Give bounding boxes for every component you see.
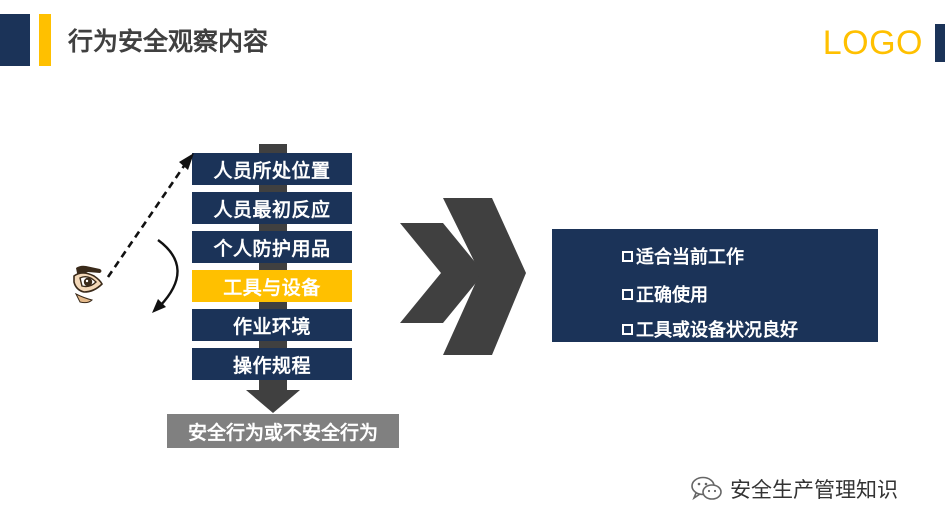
checklist-item-label: 适合当前工作: [636, 247, 744, 268]
watermark-text: 安全生产管理知识: [730, 478, 898, 502]
observation-item-reaction: 人员最初反应: [192, 192, 352, 224]
header-left-bar: [0, 14, 30, 66]
checklist-item: 适合当前工作: [622, 243, 744, 269]
checkbox-icon: [622, 323, 633, 335]
checkbox-icon: [622, 288, 633, 300]
checkbox-icon: [622, 250, 633, 262]
wechat-icon: [691, 476, 722, 501]
watermark: 安全生产管理知识: [690, 474, 898, 504]
checklist-item: 工具或设备状况良好: [622, 316, 798, 342]
checklist-panel: 适合当前工作 正确使用 工具或设备状况良好: [552, 229, 878, 342]
checklist-item-label: 工具或设备状况良好: [636, 320, 798, 341]
logo: LOGO: [822, 24, 923, 62]
observation-item-position: 人员所处位置: [192, 153, 352, 185]
observation-item-tools: 工具与设备: [192, 270, 352, 302]
checklist-item-label: 正确使用: [636, 285, 708, 306]
header-right-bar: [935, 24, 945, 62]
page-title: 行为安全观察内容: [68, 27, 269, 56]
observation-item-procedure: 操作规程: [192, 348, 352, 380]
eye-icon: [73, 265, 103, 304]
result-label: 安全行为或不安全行为: [167, 414, 399, 448]
header-accent-bar: [39, 14, 51, 66]
observation-item-environment: 作业环境: [192, 309, 352, 341]
checklist-item: 正确使用: [622, 281, 708, 307]
observation-item-ppe: 个人防护用品: [192, 231, 352, 263]
